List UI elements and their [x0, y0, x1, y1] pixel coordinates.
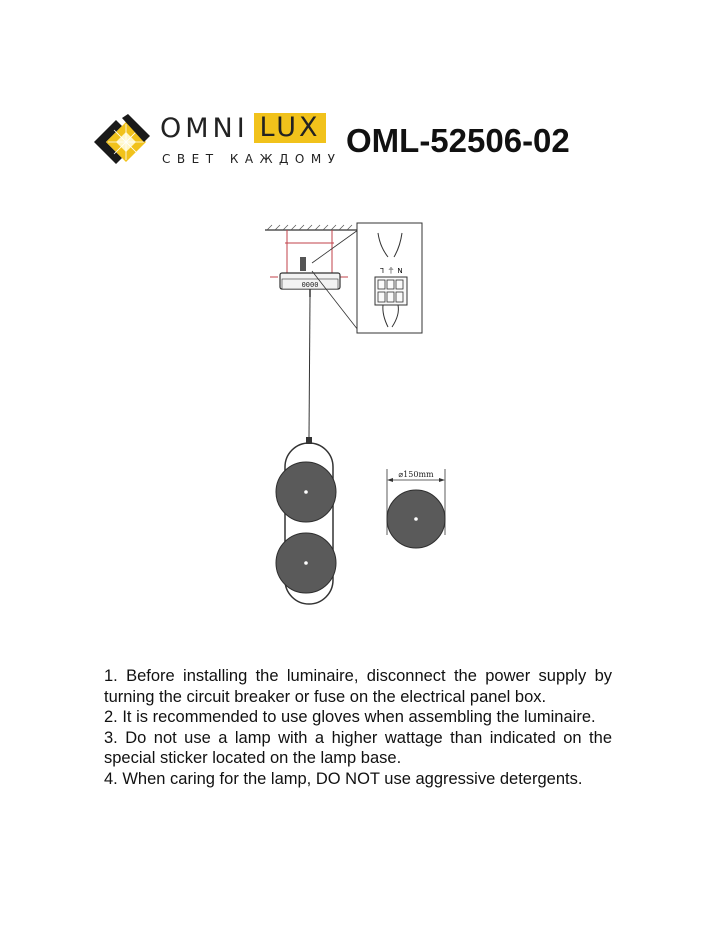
- terminal-label-n: N: [397, 266, 402, 274]
- wiring-callout: L ⏚ N: [311, 222, 423, 334]
- installation-instructions: 1. Before installing the luminaire, disc…: [104, 666, 612, 789]
- disc-dimension: ⌀150mm: [386, 469, 446, 549]
- canopy-label: 0000: [302, 281, 319, 289]
- brand-tagline: СВЕТ КАЖДОМУ: [162, 152, 342, 166]
- header: OMNI LUX СВЕТ КАЖДОМУ OML-52506-02: [92, 112, 652, 172]
- instruction-2: 2. It is recommended to use gloves when …: [104, 708, 596, 726]
- terminal-label-l: L: [380, 266, 384, 274]
- suspension-wire: [306, 296, 312, 444]
- brand-name-lux: LUX: [254, 113, 326, 143]
- instruction-3: 3. Do not use a lamp with a higher watta…: [104, 728, 612, 768]
- instruction-4: 4. When caring for the lamp, DO NOT use …: [104, 769, 583, 788]
- terminal-label-earth: ⏚: [388, 266, 395, 274]
- model-number: OML-52506-02: [346, 122, 570, 159]
- canopy: 0000: [270, 257, 348, 297]
- mounting-screws: [285, 230, 334, 273]
- diameter-label: ⌀150mm: [398, 470, 434, 479]
- brand-name-omni: OMNI: [160, 113, 249, 144]
- pendant-frame: [275, 442, 337, 605]
- ceiling-line: [265, 224, 360, 231]
- instruction-1: 1. Before installing the luminaire, disc…: [104, 667, 612, 706]
- omnilux-logo-icon: [94, 114, 150, 164]
- installation-diagram: 0000 L ⏚ N ⌀150mm: [265, 222, 446, 605]
